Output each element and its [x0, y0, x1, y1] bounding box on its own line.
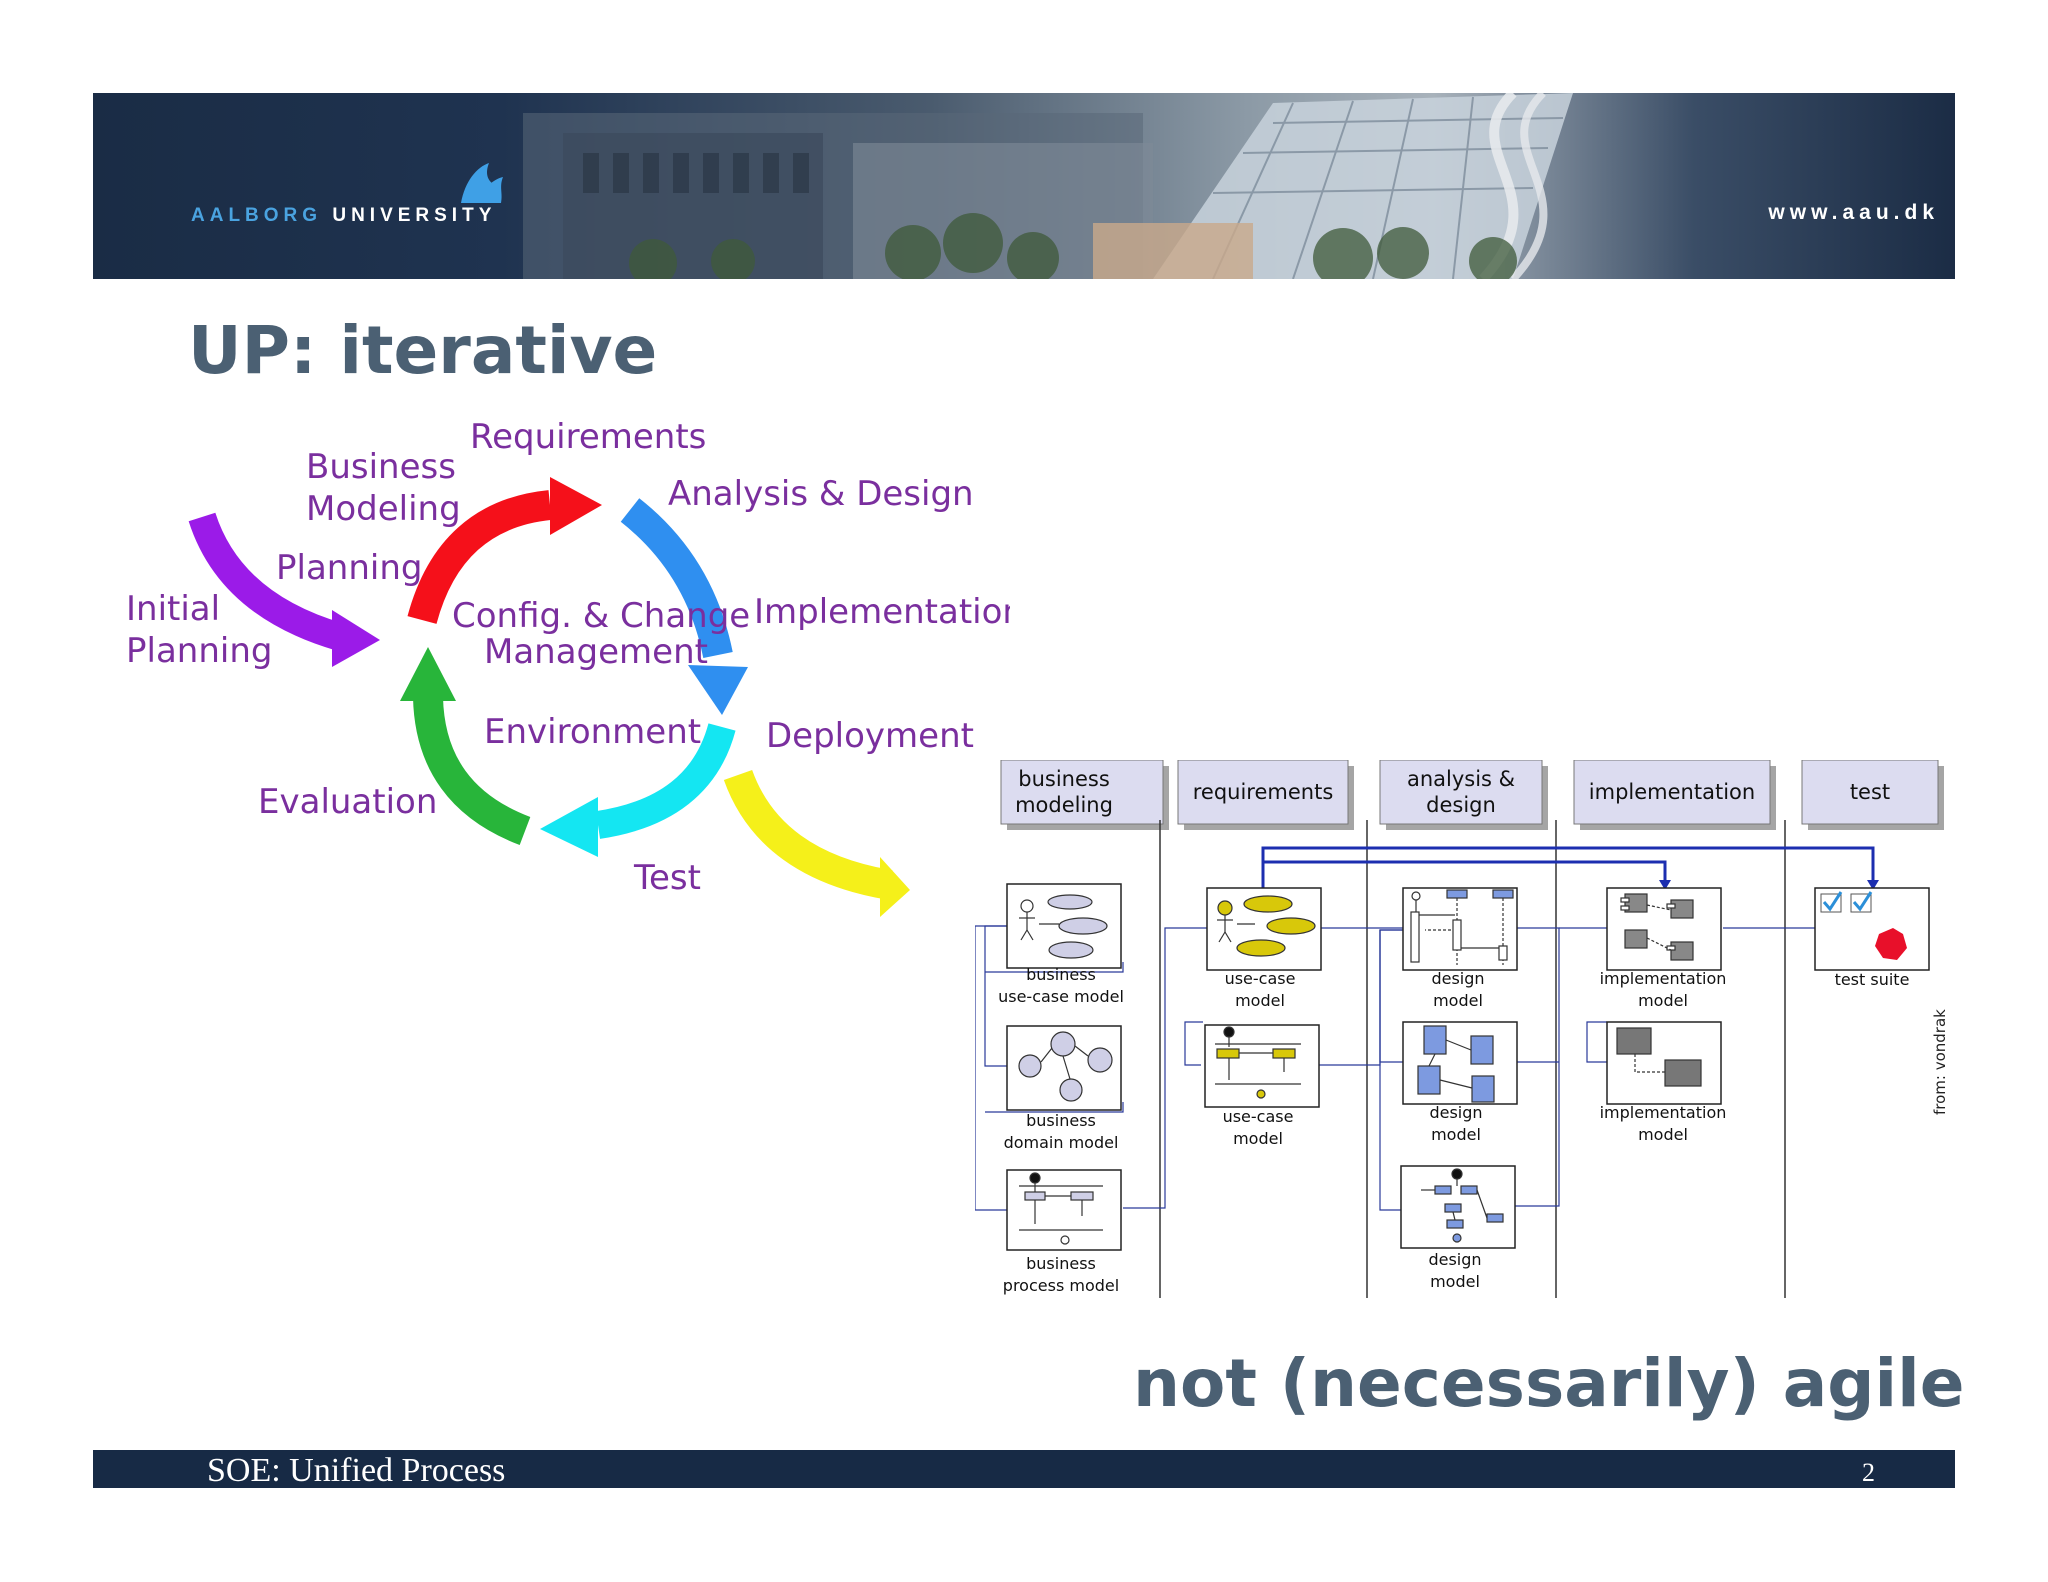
university-name-part2: UNIVERSITY — [332, 205, 497, 226]
caption-test-suite: test suite — [1835, 970, 1910, 989]
traceability-arrows — [1261, 846, 1875, 890]
green-arrowhead — [400, 647, 456, 701]
label-business-2: Modeling — [306, 489, 461, 529]
label-implementation: Implementation — [754, 592, 1010, 632]
caption-business-process-2: process model — [1003, 1276, 1119, 1295]
slide-title: UP: iterative — [188, 312, 658, 389]
artifact-connectors — [975, 925, 1815, 1211]
caption-design-1b: model — [1433, 991, 1483, 1010]
cyan-arc — [595, 723, 736, 839]
footer-course-title: SOE: Unified Process — [207, 1452, 506, 1489]
label-initial-planning-1: Initial — [126, 589, 220, 629]
blue-arc — [620, 498, 733, 659]
initial-planning-arrow — [188, 512, 344, 651]
university-logo-icon — [461, 163, 503, 203]
caption-use-case-2a: use-case — [1223, 1107, 1294, 1126]
column-header-business-modeling-line1: business — [1018, 767, 1110, 791]
label-evaluation: Evaluation — [258, 782, 437, 822]
column-header-analysis-design-line1: analysis & — [1407, 767, 1515, 791]
slide-tagline: not (necessarily) agile — [1133, 1345, 1965, 1422]
deployment-arrow — [723, 769, 893, 900]
column-header-analysis-design: analysis & design — [1379, 760, 1548, 830]
caption-implementation-1b: model — [1638, 991, 1688, 1010]
caption-business-use-case-1: business — [1026, 965, 1096, 984]
design-model-icon-3 — [1421, 1168, 1504, 1243]
implementation-model-icon-2 — [1616, 1027, 1702, 1087]
image-credit: from: vondrak — [1931, 1009, 1949, 1115]
arrowhead-test-suite — [1867, 880, 1879, 890]
label-business-1: Business — [306, 447, 456, 487]
blue-arrowhead — [688, 665, 748, 715]
caption-design-3b: model — [1430, 1272, 1480, 1291]
caption-design-1a: design — [1431, 969, 1484, 988]
page-number: 2 — [1862, 1458, 1875, 1487]
caption-business-use-case-2: use-case model — [998, 987, 1124, 1006]
caption-design-2a: design — [1429, 1103, 1482, 1122]
university-name: AALBORG UNIVERSITY — [191, 205, 496, 227]
footer-bar: SOE: Unified Process 2 — [93, 1450, 1955, 1489]
green-arc — [413, 696, 531, 846]
column-header-analysis-design-line2: design — [1426, 793, 1496, 817]
university-name-part1: AALBORG — [191, 205, 323, 226]
column-header-test: test — [1801, 760, 1944, 830]
design-model-icon-1 — [1410, 889, 1514, 965]
label-environment: Environment — [484, 712, 701, 752]
caption-business-domain-2: domain model — [1004, 1133, 1119, 1152]
test-suite-icon — [1820, 891, 1907, 960]
label-test: Test — [633, 858, 701, 898]
header-banner: AALBORG UNIVERSITY www.aau.dk — [93, 93, 1955, 279]
caption-implementation-1a: implementation — [1600, 969, 1727, 988]
column-header-business-modeling: business modeling — [1000, 760, 1169, 830]
cyan-arrowhead — [540, 797, 598, 857]
caption-implementation-2b: model — [1638, 1125, 1688, 1144]
label-analysis-design: Analysis & Design — [668, 474, 974, 514]
label-config-change-2: Management — [484, 632, 708, 672]
caption-use-case-2b: model — [1233, 1129, 1283, 1148]
arrowhead-implementation — [1659, 880, 1671, 890]
use-case-model-icon-2 — [1215, 1026, 1301, 1099]
label-config-change-1: Config. & Change — [452, 596, 750, 636]
column-header-requirements: requirements — [1177, 760, 1354, 830]
red-arrowhead — [550, 477, 602, 535]
business-process-icon — [1019, 1172, 1103, 1245]
label-requirements: Requirements — [470, 417, 706, 457]
deployment-arrowhead — [880, 857, 910, 917]
caption-use-case-1b: model — [1235, 991, 1285, 1010]
business-use-case-icon — [1019, 894, 1108, 959]
workflow-artifacts-diagram: business modeling requirements analysis … — [975, 760, 1949, 1298]
caption-business-process-1: business — [1026, 1254, 1096, 1273]
caption-design-2b: model — [1431, 1125, 1481, 1144]
use-case-model-icon-1 — [1217, 895, 1316, 957]
red-arc — [407, 490, 552, 625]
column-header-business-modeling-line2: modeling — [1015, 793, 1113, 817]
column-dividers — [1159, 820, 1786, 1298]
design-model-icon-2 — [1417, 1025, 1495, 1103]
caption-design-3a: design — [1428, 1250, 1481, 1269]
label-planning: Planning — [276, 548, 422, 588]
column-header-requirements-line1: requirements — [1193, 780, 1334, 804]
label-deployment: Deployment — [766, 716, 974, 756]
caption-business-domain-1: business — [1026, 1111, 1096, 1130]
initial-planning-arrowhead — [332, 610, 380, 667]
label-initial-planning-2: Planning — [126, 631, 272, 671]
column-header-implementation: implementation — [1573, 760, 1776, 830]
business-domain-icon — [1018, 1031, 1113, 1102]
iteration-cycle-diagram: Initial Planning Planning Business Model… — [126, 417, 1010, 917]
implementation-model-icon-1 — [1620, 893, 1694, 961]
column-header-test-line1: test — [1850, 780, 1890, 804]
caption-use-case-1a: use-case — [1225, 969, 1296, 988]
caption-implementation-2a: implementation — [1600, 1103, 1727, 1122]
campus-photo — [461, 93, 1573, 279]
column-header-implementation-line1: implementation — [1589, 780, 1755, 804]
website-url[interactable]: www.aau.dk — [1768, 201, 1939, 224]
